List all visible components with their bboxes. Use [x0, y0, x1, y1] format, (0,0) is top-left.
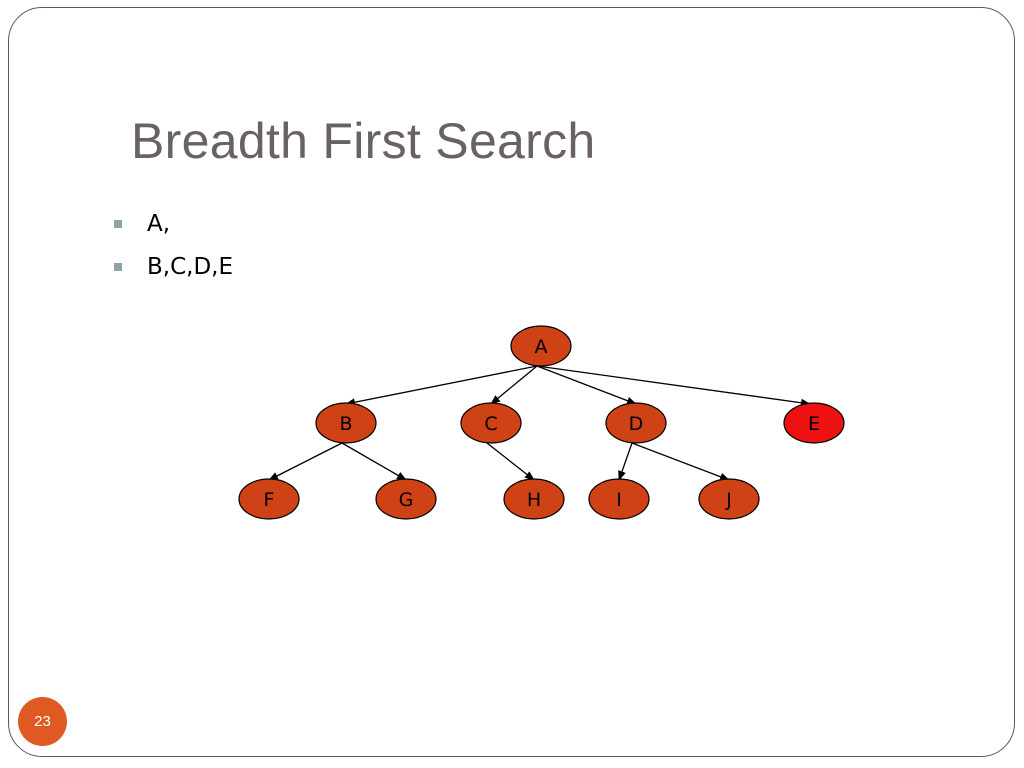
tree-nodes: A B C D E F G H I J [238, 325, 845, 520]
edge-b-f [268, 442, 343, 481]
tree-node-b: B [315, 402, 377, 444]
bullet-list: A, B,C,D,E [114, 202, 233, 288]
node-shape [783, 402, 845, 444]
node-shape [605, 402, 667, 444]
edge-a-c [490, 365, 538, 405]
node-label: F [264, 489, 275, 511]
node-shape [503, 478, 565, 520]
slide-title: Breadth First Search [131, 113, 596, 169]
node-shape [375, 478, 437, 520]
tree-edges [268, 365, 811, 481]
node-shape [510, 325, 572, 367]
slide-number: 23 [34, 713, 51, 730]
node-label: B [339, 413, 352, 435]
bullet-text: A, [147, 210, 171, 237]
tree-node-j: J [698, 478, 760, 520]
node-label: I [616, 489, 622, 511]
edge-d-i [618, 442, 633, 481]
tree-node-a: A [510, 325, 572, 367]
bullet-item: A, [114, 202, 233, 245]
node-shape [315, 402, 377, 444]
tree-node-f: F [238, 478, 300, 520]
node-label: J [725, 489, 732, 511]
node-label: G [399, 489, 414, 511]
bullet-item: B,C,D,E [114, 245, 233, 288]
edge-b-g [341, 442, 407, 481]
node-shape [460, 402, 522, 444]
slide-frame [8, 7, 1015, 757]
tree-node-i: I [588, 478, 650, 520]
node-label: A [535, 336, 548, 358]
square-bullet-icon [114, 262, 122, 271]
edge-a-b [345, 365, 538, 407]
bullet-text: B,C,D,E [147, 253, 234, 280]
tree-node-h: H [503, 478, 565, 520]
square-bullet-icon [114, 219, 122, 228]
node-label: D [629, 413, 644, 435]
edge-d-j [631, 442, 730, 481]
node-shape [238, 478, 300, 520]
slide-number-badge: 23 [18, 697, 67, 746]
tree-node-e: E [783, 402, 845, 444]
tree-node-d: D [605, 402, 667, 444]
edge-a-e [536, 365, 811, 407]
tree-node-g: G [375, 478, 437, 520]
edge-a-d [536, 365, 637, 405]
node-label: H [527, 489, 541, 511]
edge-c-h [486, 442, 535, 481]
tree-node-c: C [460, 402, 522, 444]
node-label: C [484, 413, 497, 435]
node-label: E [808, 413, 820, 435]
node-shape [698, 478, 760, 520]
node-shape [588, 478, 650, 520]
